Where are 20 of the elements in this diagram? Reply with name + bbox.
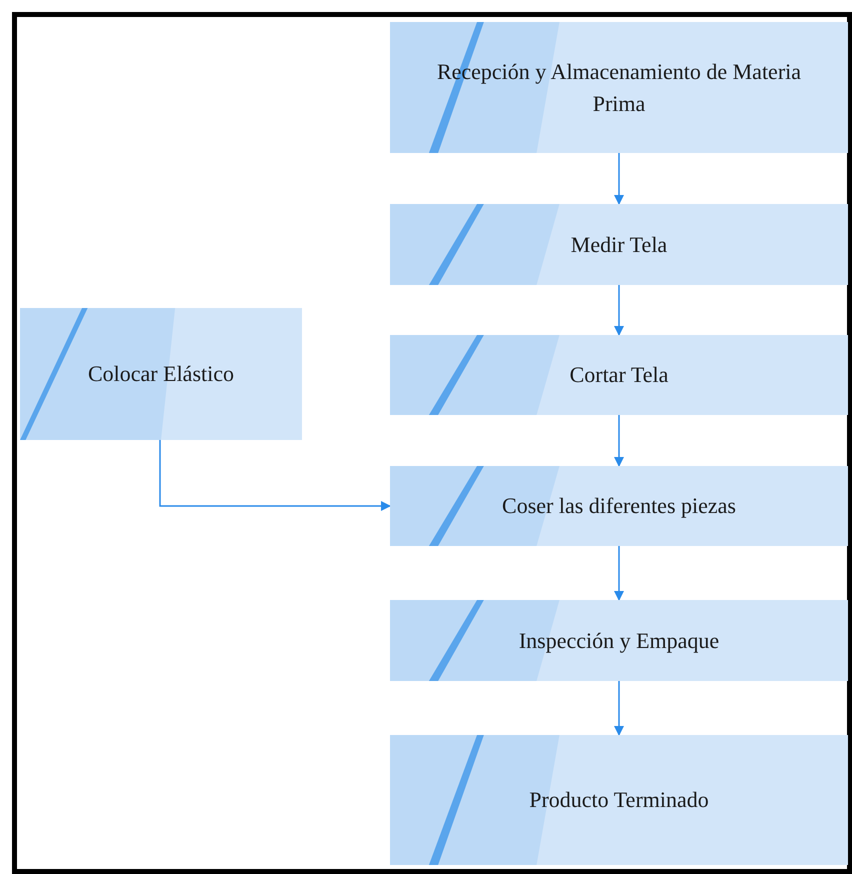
box-label: Producto Terminado — [528, 786, 710, 814]
box-label: Cortar Tela — [568, 361, 670, 389]
arrow — [159, 440, 391, 511]
process-box — [390, 600, 848, 681]
process-box — [20, 308, 302, 440]
box-label: Medir Tela — [570, 230, 668, 258]
arrow — [614, 285, 624, 336]
process-box — [390, 735, 848, 865]
process-box — [390, 204, 848, 285]
box-label: Coser las diferentes piezas — [501, 492, 737, 520]
arrow — [614, 153, 624, 205]
process-box — [390, 466, 848, 546]
arrow — [614, 681, 624, 736]
process-box — [390, 335, 848, 415]
arrow — [614, 415, 624, 467]
process-box — [390, 22, 848, 153]
box-label: Recepción y Almacenamiento de Materia Prima — [436, 58, 802, 118]
box-label: Inspección y Empaque — [518, 626, 720, 655]
arrow — [614, 546, 624, 601]
box-label: Colocar Elástico — [86, 360, 235, 388]
